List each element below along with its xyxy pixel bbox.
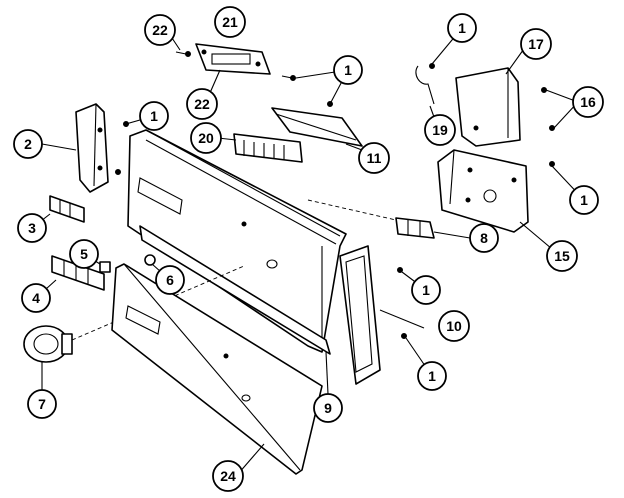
screw-22-top — [175, 51, 191, 57]
part-7-knob — [23, 265, 245, 363]
screw-1-trim — [397, 267, 407, 339]
part-8-switch — [395, 217, 435, 239]
callout-20: 20 — [190, 122, 222, 154]
screw-16 — [541, 87, 555, 131]
callout-19: 19 — [424, 114, 456, 146]
callout-2: 2 — [13, 129, 43, 159]
svg-text:1: 1 — [344, 62, 352, 78]
svg-text:22: 22 — [194, 96, 210, 112]
svg-text:24: 24 — [220, 468, 236, 484]
callout-1d: 1 — [569, 185, 599, 215]
svg-text:21: 21 — [222, 14, 238, 30]
svg-text:3: 3 — [28, 220, 36, 236]
callout-22a: 22 — [144, 14, 176, 46]
svg-text:17: 17 — [528, 36, 544, 52]
callout-21: 21 — [214, 6, 246, 38]
svg-text:20: 20 — [198, 130, 214, 146]
callout-11: 11 — [358, 142, 390, 174]
callout-1a: 1 — [447, 13, 477, 43]
svg-text:4: 4 — [32, 290, 40, 306]
screw-1-module — [549, 161, 555, 167]
callout-10: 10 — [438, 310, 470, 342]
svg-text:6: 6 — [166, 272, 174, 288]
svg-text:2: 2 — [24, 136, 32, 152]
callout-9: 9 — [313, 393, 343, 423]
callout-6: 6 — [155, 265, 185, 295]
svg-text:9: 9 — [324, 400, 332, 416]
callout-7: 7 — [27, 389, 57, 419]
svg-text:16: 16 — [580, 94, 596, 110]
callout-24: 24 — [212, 460, 244, 492]
svg-text:1: 1 — [428, 368, 436, 384]
svg-text:19: 19 — [432, 122, 448, 138]
svg-text:15: 15 — [554, 248, 570, 264]
part-17-cover — [455, 67, 521, 147]
svg-text:1: 1 — [422, 282, 430, 298]
svg-text:11: 11 — [367, 150, 382, 166]
svg-text:10: 10 — [446, 318, 462, 334]
part-10-side-trim — [339, 245, 381, 385]
screw-21-right — [281, 75, 296, 81]
svg-text:1: 1 — [580, 192, 588, 208]
callout-3: 3 — [17, 213, 47, 243]
svg-text:1: 1 — [150, 108, 158, 124]
part-21-bracket — [195, 43, 271, 75]
callout-1f: 1 — [417, 361, 447, 391]
part-2-side-bracket — [75, 103, 109, 193]
part-19-clip — [415, 63, 435, 105]
callout-16: 16 — [572, 86, 604, 118]
svg-text:7: 7 — [38, 396, 46, 412]
part-15-module — [437, 149, 529, 233]
callout-1b: 1 — [333, 55, 363, 85]
callout-8: 8 — [469, 223, 499, 253]
svg-text:5: 5 — [80, 246, 88, 262]
part-9-rail — [139, 225, 331, 355]
svg-text:8: 8 — [480, 230, 488, 246]
callout-1c: 1 — [139, 101, 169, 131]
callout-17: 17 — [520, 28, 552, 60]
callout-22b: 22 — [186, 88, 218, 120]
svg-text:1: 1 — [458, 20, 466, 36]
part-24-facia — [111, 263, 323, 475]
callout-4: 4 — [21, 283, 51, 313]
part-6-spacer — [144, 254, 156, 266]
callout-15: 15 — [546, 240, 578, 272]
svg-text:22: 22 — [152, 22, 168, 38]
screw-1-left-bracket — [115, 121, 129, 175]
callout-1e: 1 — [411, 275, 441, 305]
part-11-strip — [271, 101, 363, 147]
part-5-clip — [99, 261, 111, 273]
part-3-buttons — [49, 195, 85, 223]
part-20-connector — [233, 133, 303, 163]
callout-5: 5 — [69, 239, 99, 269]
